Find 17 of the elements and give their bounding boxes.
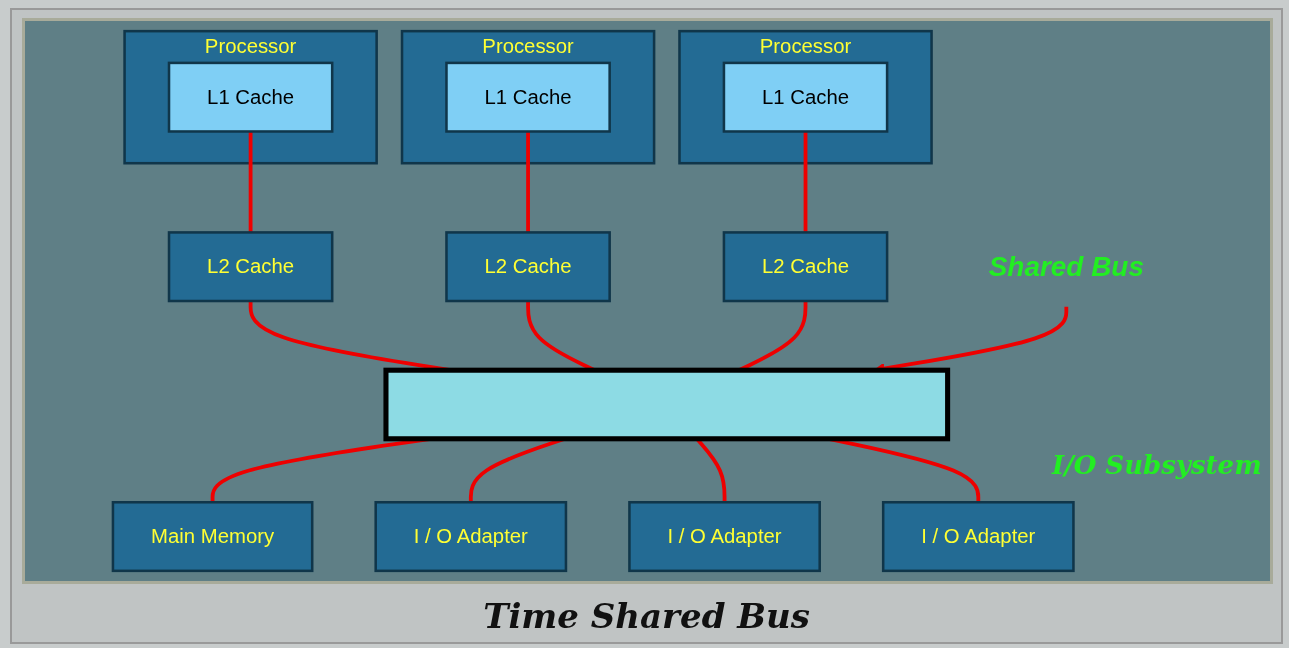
node-box: L2 Cache (445, 231, 611, 303)
node-box: L1 Cache (445, 61, 611, 133)
node-box: L1 Cache (722, 61, 889, 133)
connector (803, 131, 808, 233)
connector (248, 131, 253, 233)
node-text: Shared Bus (988, 250, 1144, 283)
node-box: I / O Adapter (374, 501, 568, 573)
node-box: I / O Adapter (628, 501, 821, 573)
caption: Time Shared Bus (483, 596, 810, 636)
subsystem-label: I/O Subsystem (1052, 450, 1262, 480)
node-box: Main Memory (111, 501, 314, 573)
node-box: L1 Cache (167, 61, 334, 133)
connector (526, 131, 530, 233)
node-box: L2 Cache (167, 231, 334, 303)
node-bar (383, 367, 951, 442)
node-box: L2 Cache (722, 231, 889, 303)
node-box: I / O Adapter (881, 501, 1075, 573)
